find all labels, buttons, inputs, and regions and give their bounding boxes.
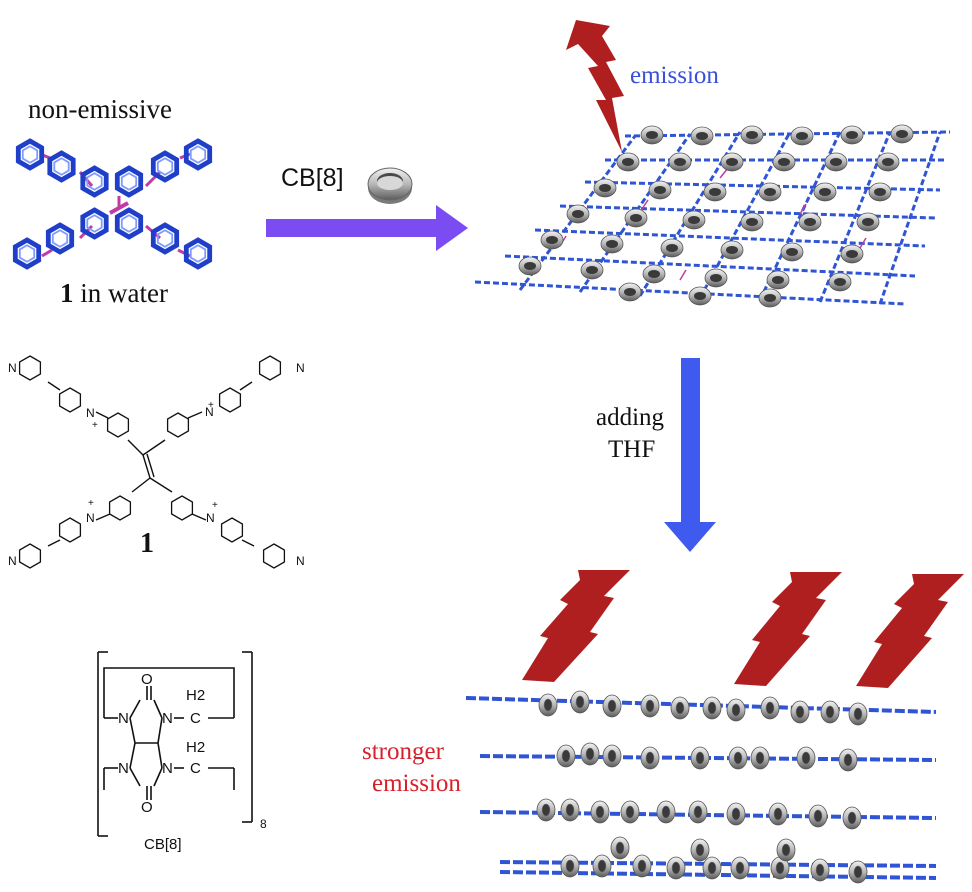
atom-n: N (205, 405, 214, 419)
in-water-text: in water (73, 278, 168, 308)
atom-n: N (162, 760, 173, 777)
cb8-caption: CB[8] (144, 836, 182, 853)
compound-number-bold: 1 (60, 278, 74, 308)
atom-n: N (296, 361, 305, 375)
emission-lightning-icon (566, 20, 624, 152)
compound-1-atoms: N N N N N N N N + + + + (8, 361, 305, 568)
atom-n: N (86, 511, 95, 525)
compound-number-label: 1 (140, 528, 154, 559)
non-emissive-label: non-emissive (28, 94, 172, 124)
adding-label: adding (596, 404, 665, 431)
cb8-subscript: 8 (260, 817, 267, 831)
cb8-reagent-label: CB[8] (281, 164, 344, 192)
thf-label: THF (608, 436, 656, 463)
cb8-structure (97, 651, 253, 837)
stacked-sheets (465, 690, 937, 884)
atom-c: C (190, 710, 201, 727)
atom-n: N (8, 361, 17, 375)
stronger-emission-lightning-icon (856, 574, 964, 688)
atom-n: N (8, 554, 17, 568)
atom-h2: H2 (186, 739, 205, 756)
emission-label: emission (630, 62, 719, 89)
charge-plus: + (92, 420, 98, 431)
charge-plus: + (208, 400, 214, 411)
stronger-label: stronger (362, 738, 444, 765)
atom-h2: H2 (186, 687, 205, 704)
atom-n: N (206, 511, 215, 525)
cb8-ring-icon (367, 167, 413, 204)
compound-1-structure (18, 355, 286, 569)
stronger-emission-label: emission (372, 770, 461, 797)
colored-molecule-1 (15, 141, 209, 267)
stronger-emission-lightning-icon (734, 572, 842, 686)
thf-arrow (664, 358, 716, 552)
atom-o: O (141, 799, 153, 816)
2d-network-sheet (474, 124, 951, 308)
atom-n: N (296, 554, 305, 568)
charge-plus: + (88, 498, 94, 509)
atom-n: N (86, 406, 95, 420)
charge-plus: + (212, 500, 218, 511)
atom-n: N (118, 760, 129, 777)
compound-in-water-label: 1 in water (60, 278, 168, 309)
atom-o: O (141, 671, 153, 688)
stronger-emission-lightning-icon (522, 570, 630, 682)
cb8-arrow (266, 205, 468, 251)
atom-c: C (190, 760, 201, 777)
cb8-atoms: O O N N N N C C H2 H2 8 (118, 671, 267, 831)
atom-n: N (162, 710, 173, 727)
atom-n: N (118, 710, 129, 727)
